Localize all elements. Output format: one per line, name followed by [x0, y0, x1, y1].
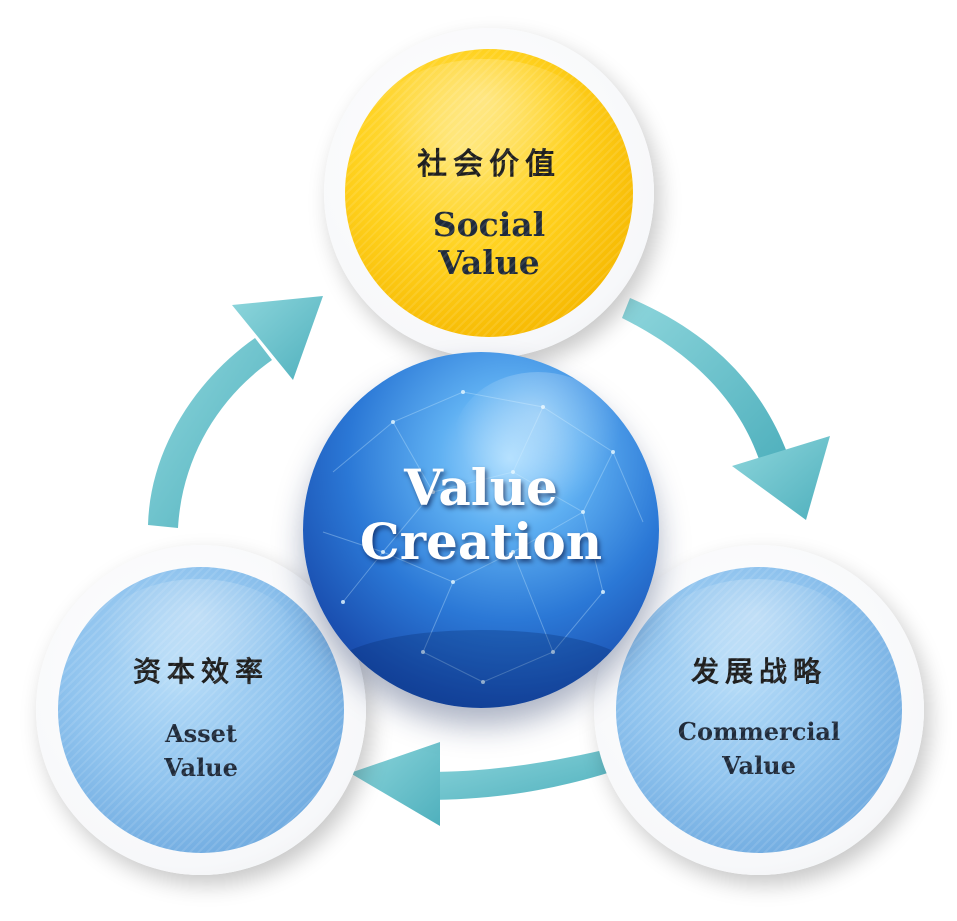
globe-network-pattern — [322, 390, 644, 708]
commercial-value-en-line1: Commercial — [677, 717, 841, 746]
social-value-en-line2: Value — [438, 243, 540, 282]
asset-value-ball: 资本效率 Asset Value — [58, 567, 344, 853]
commercial-value-ring: 发展战略 Commercial Value — [594, 545, 924, 875]
asset-value-zh: 资本效率 — [132, 655, 269, 688]
asset-value-en-line1: Asset — [165, 719, 237, 748]
social-value-ring: 社会价值 Social Value — [324, 28, 654, 358]
value-creation-globe: Value Creation — [303, 352, 659, 708]
arrow-social-to-commercial — [622, 298, 830, 520]
arrow-asset-to-social — [148, 296, 323, 528]
asset-value-ring: 资本效率 Asset Value — [36, 545, 366, 875]
social-value-en-line1: Social — [432, 205, 546, 244]
center-title-line2: Creation — [359, 512, 603, 571]
asset-value-en-line2: Value — [164, 753, 238, 782]
commercial-value-en-line2: Value — [722, 751, 796, 780]
center-title-line1: Value — [404, 458, 558, 517]
social-value-ball: 社会价值 Social Value — [345, 49, 633, 337]
arrow-commercial-to-asset — [350, 742, 632, 826]
commercial-value-ball: 发展战略 Commercial Value — [616, 567, 902, 853]
social-value-zh: 社会价值 — [417, 147, 561, 182]
